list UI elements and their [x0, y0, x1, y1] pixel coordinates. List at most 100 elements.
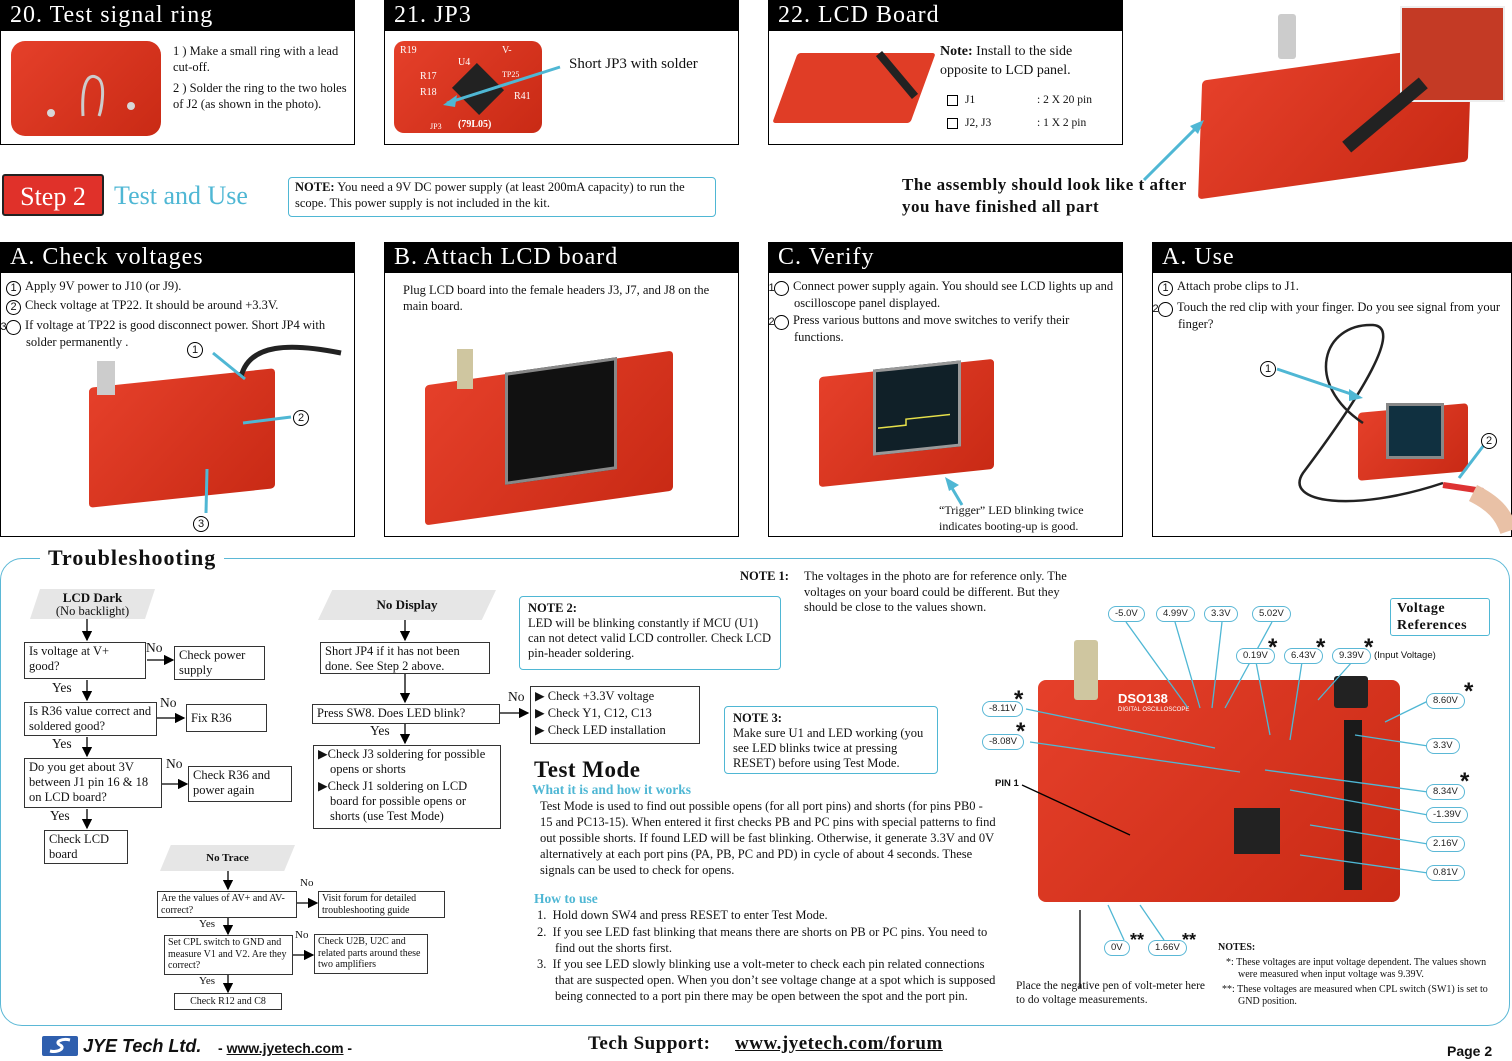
trouble-title: Troubleshooting: [40, 545, 225, 571]
volt-note-2: **: These voltages are measured when CPL…: [1222, 984, 1488, 1007]
power-note: NOTE: You need a 9V DC power supply (at …: [288, 177, 716, 217]
nodisp-yes-list: ▶Check J3 soldering for possible opens o…: [313, 745, 501, 829]
num-2-icon: 2: [768, 315, 789, 330]
notrace-yes-2: Yes: [199, 975, 216, 987]
ring-icon: [47, 74, 135, 117]
support-link[interactable]: www.jyetech.com/forum: [735, 1033, 943, 1054]
nodisp-no-item-3-text: Check LED installation: [547, 723, 666, 737]
notrace-end: Check R12 and C8: [174, 993, 282, 1010]
notrace-q1: Are the values of AV+ and AV- correct?: [157, 891, 297, 918]
num-3-icon: 3: [0, 320, 21, 335]
sec20-panel: 1 ) Make a small ring with a lead cut-of…: [0, 30, 355, 145]
lcd-no-1: No: [146, 640, 163, 655]
jp3-arrow-icon: [443, 65, 561, 107]
secC-title: C. Verify: [768, 242, 1123, 272]
notrace-a2: Check U2B, U2C and related parts around …: [314, 934, 428, 974]
sec22-note: Note: Install to the side opposite to LC…: [940, 42, 1120, 80]
secD-title: A. Use: [1152, 242, 1512, 272]
nodisp-no-item-1-text: Check +3.3V voltage: [547, 689, 655, 703]
testmode-body: Test Mode is used to find out possible o…: [540, 799, 996, 877]
star-right-1-icon: *: [1464, 678, 1474, 705]
pcb-v-minus: V-: [502, 45, 512, 56]
lcd-dark-head: LCD Dark: [62, 590, 123, 605]
star-bottom-1-icon: **: [1130, 930, 1145, 950]
sec22-note-label: Note:: [940, 44, 973, 59]
note3-label: NOTE 3:: [733, 711, 782, 725]
nodisp-no-item-2-text: Check Y1, C12, C13: [547, 706, 652, 720]
secA-item-2-text: Check voltage at TP22. It should be arou…: [25, 298, 279, 312]
star-right-3-icon: *: [1460, 768, 1470, 795]
secA-bnc: [97, 361, 115, 395]
sec22-row-1-name: J1: [965, 94, 976, 106]
lcd-a1: Check power supply: [174, 646, 265, 680]
signal-ring-photo: [11, 41, 161, 136]
pcb-r17: R17: [420, 71, 437, 82]
num-2-icon: 2: [6, 300, 21, 315]
pcb-79l05: (79L05): [458, 119, 492, 130]
sec22-row-2-val: : 1 X 2 pin: [1037, 117, 1087, 129]
sec22-checkbox-2[interactable]: [947, 118, 958, 129]
page-number: Page 2: [1447, 1043, 1493, 1059]
lcd-no-3: No: [166, 756, 183, 771]
trouble-panel: [0, 558, 1510, 1026]
board-label-sub: DIGITAL OSCILLOSCOPE: [1118, 707, 1190, 713]
volt-right-4: -1.39V: [1426, 807, 1468, 823]
nodisp-s1: Short JP4 if it has not been done. See S…: [320, 642, 490, 674]
sec22-panel: Note: Install to the side opposite to LC…: [768, 30, 1123, 145]
assembly-caption: The assembly should look like t after yo…: [902, 175, 1187, 216]
waveform-icon: [878, 413, 950, 429]
volt-title-1: Voltage: [1397, 601, 1446, 616]
testmode-step-1: 1. Hold down SW4 and press RESET to ente…: [537, 908, 828, 922]
volt-right-2: 3.3V: [1426, 738, 1460, 754]
secD-mark-2: 2: [1481, 433, 1497, 449]
pcb-r18: R18: [420, 87, 437, 98]
board-label: DSO138 DIGITAL OSCILLOSCOPE: [1118, 692, 1189, 714]
testmode-sub1: What it is and how it works: [532, 782, 692, 797]
step-title: Test and Use: [114, 181, 248, 210]
note2-label: NOTE 2:: [528, 601, 577, 615]
num-1-icon: 1: [768, 281, 789, 296]
company-site-link[interactable]: www.jyetech.com: [226, 1040, 344, 1056]
secA-item-2: 2 Check voltage at TP22. It should be aro…: [6, 298, 351, 315]
volt-top-3: 3.3V: [1204, 606, 1238, 622]
secA-arrows-icon: [204, 344, 342, 514]
secB-bnc: [457, 349, 473, 389]
nodisp-yes-item-1-text: Check J3 soldering for possible opens or…: [327, 747, 486, 776]
note3-text: Make sure U1 and LED working (you see LE…: [733, 726, 924, 770]
secD-lcd-photo: [1386, 403, 1444, 459]
volt-left-1: -8.11V: [982, 701, 1024, 717]
company-site: - www.jyetech.com -: [218, 1040, 353, 1056]
volt-mid-3: 9.39V: [1332, 648, 1371, 664]
sec20-step-1: 1 ) Make a small ring with a lead cut-of…: [173, 44, 339, 74]
lcd-q1: Is voltage at V+ good?: [24, 642, 146, 679]
secC-lcd-photo: [873, 360, 961, 456]
lcd-q2: Is R36 value correct and soldered good?: [24, 702, 157, 736]
secD-item-1-text: Attach probe clips to J1.: [1177, 279, 1299, 293]
sec22-checkbox-1[interactable]: [947, 95, 958, 106]
secB-panel: Plug LCD board into the female headers J…: [384, 272, 739, 537]
volt-notes-label: NOTES:: [1218, 942, 1256, 953]
secC-item-1: 1 Connect power supply again. You should …: [768, 279, 1119, 312]
secA-mark-3: 3: [193, 516, 209, 532]
voltage-board-photo: DSO138 DIGITAL OSCILLOSCOPE: [1038, 640, 1400, 902]
note2: NOTE 2: LED will be blinking constantly …: [519, 596, 781, 670]
num-2-icon: 2: [1152, 302, 1173, 317]
nodisp-no: No: [508, 689, 525, 704]
star-bottom-2-icon: **: [1182, 930, 1197, 950]
volt-bottom-2: 1.66V: [1148, 940, 1187, 956]
volt-right-6: 0.81V: [1426, 865, 1465, 881]
volt-right-3: 8.34V: [1426, 784, 1465, 800]
volt-title: Voltage References: [1390, 598, 1490, 636]
secB-title: B. Attach LCD board: [384, 242, 739, 272]
secC-panel: 1 Connect power supply again. You should …: [768, 272, 1123, 537]
volt-top-1: -5.0V: [1108, 606, 1145, 622]
secA-item-1-text: Apply 9V power to J10 (or J9).: [25, 279, 182, 293]
secC-item-1-text: Connect power supply again. You should s…: [793, 279, 1114, 310]
secC-item-2-text: Press various buttons and move switches …: [793, 313, 1070, 344]
secC-caption: “Trigger” LED blinking twice indicates b…: [939, 503, 1084, 533]
pcb-r19: R19: [400, 45, 417, 56]
step-badge: Step 2: [2, 174, 104, 216]
